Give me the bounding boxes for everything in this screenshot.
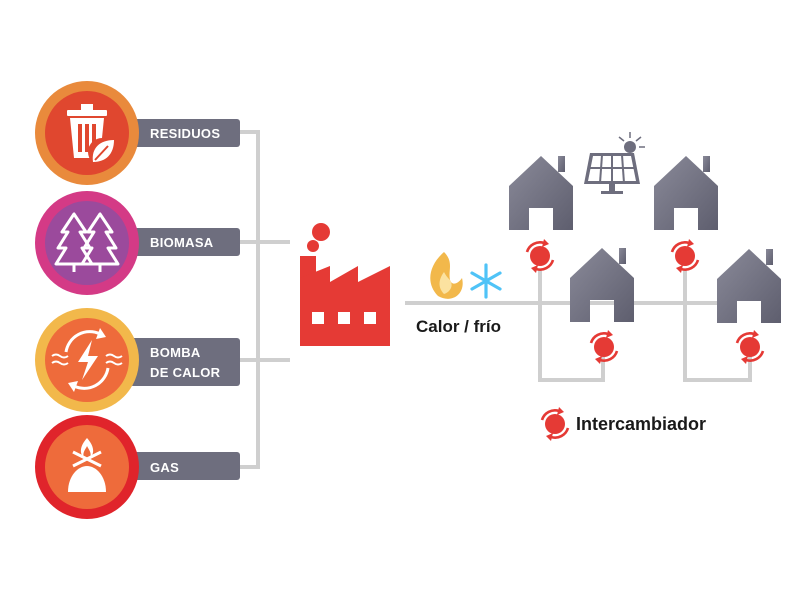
pine-trees-icon	[54, 212, 120, 272]
exchanger-icon	[540, 405, 570, 443]
solar-panel-icon	[584, 132, 645, 194]
factory-icon	[300, 223, 390, 346]
exchanger-icon	[670, 237, 700, 275]
source-residuos: RESIDUOS	[35, 81, 240, 185]
heat-pump-icon	[51, 328, 123, 392]
trash-leaf-icon	[67, 104, 116, 166]
source-biomasa: BIOMASA	[35, 191, 240, 295]
house-icon	[654, 156, 718, 230]
legend: Intercambiador	[540, 405, 706, 443]
source-bomba-de-calor: BOMBA DE CALOR	[35, 308, 240, 412]
source-label: RESIDUOS	[150, 126, 220, 141]
heat-network-lines	[405, 270, 752, 382]
gas-stove-icon	[68, 438, 106, 492]
source-label-bg	[130, 228, 240, 256]
exchanger-icon	[525, 237, 555, 275]
source-connectors	[238, 130, 290, 469]
flame-icon	[430, 252, 463, 299]
house-icon	[570, 248, 634, 322]
source-label-line-1: BOMBA	[150, 345, 201, 360]
house-icon	[509, 156, 573, 230]
source-gas: GAS	[35, 415, 240, 519]
source-label-bg	[130, 338, 240, 386]
source-label-bg	[130, 452, 240, 480]
source-label: BIOMASA	[150, 235, 214, 250]
flow-label: Calor / frío	[416, 317, 501, 336]
snowflake-icon	[470, 263, 502, 299]
source-label-bg	[130, 119, 240, 147]
legend-label: Intercambiador	[576, 414, 706, 434]
source-label: GAS	[150, 460, 179, 475]
house-icon	[717, 249, 781, 323]
source-label-line-2: DE CALOR	[150, 365, 221, 380]
